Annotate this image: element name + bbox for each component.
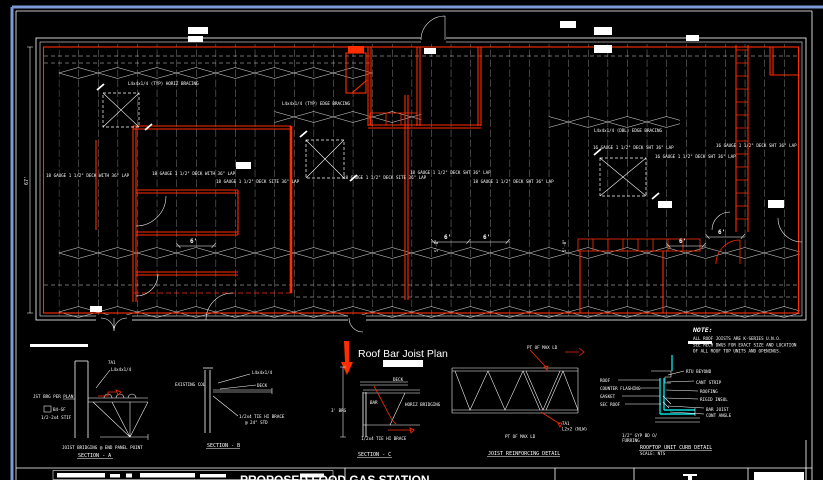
left-dimension: 67' bbox=[24, 46, 33, 314]
interior-walls-left bbox=[95, 125, 293, 302]
title-scale-bar bbox=[383, 360, 423, 367]
section-a-angle: L4x4x1/4 bbox=[111, 367, 132, 372]
red-arrow-icon bbox=[341, 341, 353, 375]
plan-title: Roof Bar Joist Plan bbox=[358, 348, 448, 360]
deck-edge-lines bbox=[44, 55, 798, 298]
details-row: 7A1 L4x4x1/4 JST BRG PER PLAN B4-GF 1/2-… bbox=[30, 341, 732, 459]
interior-walls-center bbox=[345, 46, 482, 300]
joist-pt-top: PT OF MAX LD bbox=[527, 345, 558, 350]
annotation-bracing-0: L4x4x1/4 (TYP) HORIZ BRACING bbox=[128, 81, 199, 86]
section-c-brg: 3' BRG bbox=[331, 408, 347, 413]
viewport-border bbox=[10, 5, 823, 480]
dim-small-1: 5'-0" bbox=[562, 239, 567, 252]
door-swings bbox=[96, 15, 803, 333]
section-c-title: SECTION - C bbox=[358, 452, 391, 458]
joist-grid-lines bbox=[58, 44, 800, 316]
logo-marks bbox=[57, 473, 324, 478]
note-title: NOTE: bbox=[692, 326, 713, 334]
perimeter-wall bbox=[42, 46, 800, 314]
curb-gyp-2: FURRING bbox=[622, 438, 640, 443]
curb-left-2: GASKET bbox=[600, 394, 616, 399]
section-a-brg: JST BRG PER PLAN bbox=[33, 394, 74, 399]
section-c-brace: 1/2x4 TIE HI BRACE bbox=[361, 436, 407, 441]
annotation-bracing-2: L4x4x1/4 (DBL) EDGE BRACING bbox=[594, 128, 663, 133]
detail-header-bar-2 bbox=[688, 341, 712, 344]
section-b-deck: DECK bbox=[257, 383, 268, 388]
section-a-col: B4-GF bbox=[53, 407, 66, 412]
annotation-bracing-1: L4x4x1/4 (TYP) EDGE BRACING bbox=[282, 101, 351, 106]
annotation-deck-8: 16 GAUGE 1 1/2" DECK SHT 36" LAP bbox=[716, 143, 797, 148]
section-b-col: EXISTING COL bbox=[175, 382, 206, 387]
section-a-stif: 1/2-2x4 STIF bbox=[41, 415, 72, 420]
annotation-deck-2: 18 GAUGE 1 1/2" DECK SITE 36" LAP bbox=[216, 179, 300, 184]
joist-pt-bot: PT OF MAX LD bbox=[505, 434, 536, 439]
sheet-border bbox=[15, 10, 813, 480]
dim-6ft-3: 6' bbox=[679, 238, 686, 245]
section-a-caption: JOIST BRIDGING @ END PANEL POINT bbox=[62, 445, 143, 450]
plan-dimensions: 6' 6' 6' 6' 6' 5'-0" 5'-0" bbox=[176, 229, 746, 252]
detail-section-b: EXISTING COL L4x4x1/4 DECK 1/2x4 TIE HI … bbox=[175, 367, 285, 449]
annotation-deck-7: 16 GAUGE 1 1/2" DECK SHT 36" LAP bbox=[655, 154, 736, 159]
detail-section-c: DECK BAR HORIZ BRIDGING 3' BRG 1/2x4 TIE… bbox=[331, 366, 441, 458]
detail-rooftop-curb: ROOF COUNTER FLASHING GASKET SEC ROOF 1/… bbox=[600, 355, 732, 456]
curb-left-0: ROOF bbox=[600, 378, 611, 383]
project-title: PROPOSED FOOD GAS STATION bbox=[240, 473, 430, 480]
interior-walls-right bbox=[577, 45, 799, 313]
stamp-icon bbox=[683, 474, 697, 480]
dim-6ft-0: 6' bbox=[190, 238, 197, 245]
note-block: NOTE: ALL ROOF JOISTS ARE K-SERIES U.N.O… bbox=[692, 326, 797, 354]
section-b-spacing: @ 24" STD bbox=[245, 420, 268, 425]
curb-right-1: CANT STRIP bbox=[696, 380, 722, 385]
annotation-deck-3: 18 GAUGE 1 1/2" DECK SITE 36" LAP bbox=[343, 175, 427, 180]
curb-left-1: COUNTER FLASHING bbox=[600, 386, 641, 391]
roof-openings bbox=[96, 83, 660, 200]
annotation-deck-1: 18 GAUGE 1 1/2" DECK WITH 36" LAP bbox=[152, 171, 236, 176]
section-c-bar: BAR bbox=[370, 400, 378, 405]
detail-joist-reinforcing: PT OF MAX LD PT OF MAX LD 7A1 L2x2 (NLW)… bbox=[451, 345, 587, 457]
section-c-bridging: HORIZ BRIDGING bbox=[405, 402, 441, 407]
annotation-deck-0: 18 GAUGE 1 1/2" DECK WITH 36" LAP bbox=[46, 173, 130, 178]
joist-title: JOIST REINFORCING DETAIL bbox=[488, 451, 560, 457]
note-line-2: OF ALL ROOF TOP UNITS AND OPENINGS. bbox=[693, 349, 781, 354]
dim-6ft-4: 6' bbox=[718, 229, 725, 236]
plan-title-group: Roof Bar Joist Plan bbox=[341, 341, 448, 375]
section-b-angle: L4x4x1/4 bbox=[252, 370, 273, 375]
detail-section-a: 7A1 L4x4x1/4 JST BRG PER PLAN B4-GF 1/2-… bbox=[33, 360, 149, 459]
curb-title: ROOFTOP UNIT CURB DETAIL bbox=[640, 445, 712, 451]
detail-header-bar bbox=[30, 344, 88, 347]
plan-annotations: L4x4x1/4 (TYP) HORIZ BRACING L4x4x1/4 (T… bbox=[46, 81, 797, 184]
curb-right-0: RTU BEYOND bbox=[686, 369, 712, 374]
curb-gyp-1: 1/2" GYP BD O/ bbox=[622, 433, 658, 438]
annotation-deck-6: 16 GAUGE 1 1/2" DECK SHT 36" LAP bbox=[593, 145, 674, 150]
note-line-1: SEE MECH DWGS FOR EXACT SIZE AND LOCATIO… bbox=[693, 343, 797, 348]
section-b-title: SECTION - B bbox=[207, 443, 240, 449]
curb-right-5: CONT ANGLE bbox=[706, 413, 732, 418]
section-b-brace: 1/2x4 TIE HI BRACE bbox=[239, 414, 285, 419]
roof-plan: 67' bbox=[24, 15, 807, 354]
title-block: PROPOSED FOOD GAS STATION bbox=[16, 467, 812, 480]
note-line-0: ALL ROOF JOISTS ARE K-SERIES U.N.O. bbox=[693, 336, 781, 341]
joist-tag: 7A1 bbox=[562, 421, 570, 426]
horizontal-bracing-rows bbox=[58, 66, 800, 319]
curb-right-4: BAR JOIST bbox=[706, 407, 729, 412]
curb-right-3: RIGID INSUL bbox=[700, 397, 728, 402]
dim-6ft-2: 6' bbox=[483, 234, 490, 241]
section-a-title: SECTION - A bbox=[78, 453, 111, 459]
joist-member: L2x2 (NLW) bbox=[562, 427, 587, 432]
dim-6ft-1: 6' bbox=[444, 234, 451, 241]
dim-left-label: 67' bbox=[24, 176, 30, 185]
annotation-deck-5: 18 GAUGE 1 1/2" DECK SHT 36" LAP bbox=[473, 179, 554, 184]
section-a-tag: 7A1 bbox=[108, 360, 116, 365]
leader-tag-boxes bbox=[90, 21, 784, 312]
curb-scale: SCALE: NTS bbox=[640, 451, 666, 456]
curb-right-2: ROOFING bbox=[700, 389, 718, 394]
annotation-deck-4: 18 GAUGE 1 1/2" DECK SHT 36" LAP bbox=[410, 170, 491, 175]
curb-left-3: SEC ROOF bbox=[600, 402, 621, 407]
revision-box bbox=[754, 472, 804, 480]
section-c-deck: DECK bbox=[393, 377, 404, 382]
dim-small-0: 5'-0" bbox=[434, 239, 439, 252]
